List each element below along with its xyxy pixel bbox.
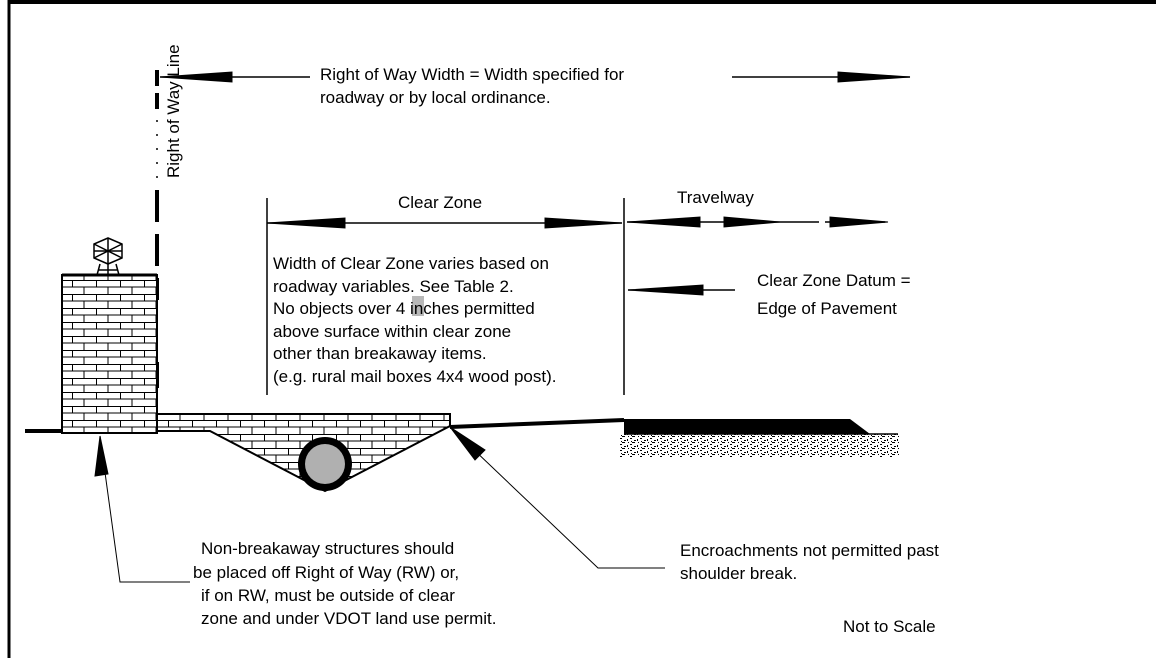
clear-zone-note-line1: Width of Clear Zone varies based on [273, 254, 549, 273]
non-breakaway-leader [94, 435, 190, 583]
clear-zone-label: Clear Zone [398, 193, 482, 212]
encroachment-note: Encroachments not permitted past shoulde… [680, 541, 939, 583]
encroachment-note-line1: Encroachments not permitted past [680, 541, 939, 560]
non-breakaway-note-line4: zone and under VDOT land use permit. [201, 609, 496, 628]
non-breakaway-note-line2: be placed off Right of Way (RW) or, [193, 563, 459, 582]
non-breakaway-note-line3: if on RW, must be outside of clear [201, 586, 455, 605]
drawing-border [7, 0, 1156, 658]
clear-zone-note-line3-num: 4 [396, 299, 405, 318]
encroachment-leader [449, 426, 665, 569]
highlight-4 [412, 296, 424, 316]
clear-zone-datum-arrow [627, 284, 735, 296]
clear-zone-note-line3: No objects over 4 inches permitted [273, 299, 535, 318]
not-to-scale-label: Not to Scale [843, 617, 936, 636]
clear-zone-datum-line1: Clear Zone Datum = [757, 271, 911, 290]
travelway-label: Travelway [677, 188, 754, 207]
lamp-icon [93, 237, 123, 276]
row-width-label-line1: Right of Way Width = Width specified for [320, 65, 624, 84]
row-width-label-line2: roadway or by local ordinance. [320, 88, 551, 107]
pavement [620, 419, 900, 457]
right-of-way-line-label: Right of Way Line [164, 44, 183, 178]
clear-zone-note-line3-post: inches permitted [405, 299, 534, 318]
clear-zone-dimension [266, 198, 623, 395]
non-breakaway-note: Non-breakaway structures should be place… [193, 539, 496, 628]
clear-zone-note-line3-pre: No objects over [273, 299, 396, 318]
brick-pillar [61, 273, 158, 434]
travelway-dimension [623, 198, 889, 395]
clear-zone-note-line4: above surface within clear zone [273, 322, 511, 341]
non-breakaway-note-line1: Non-breakaway structures should [201, 539, 454, 558]
clear-zone-note: Width of Clear Zone varies based on road… [273, 254, 556, 386]
encroachment-note-line2: shoulder break. [680, 564, 797, 583]
clear-zone-datum-line2: Edge of Pavement [757, 299, 897, 318]
clear-zone-note-line6: (e.g. rural mail boxes 4x4 wood post). [273, 367, 556, 386]
clear-zone-note-line2: roadway variables. See Table 2. [273, 277, 514, 296]
clear-zone-note-line5: other than breakaway items. [273, 344, 487, 363]
culvert-pipe-icon [298, 437, 352, 491]
row-width-dimension [159, 71, 911, 83]
